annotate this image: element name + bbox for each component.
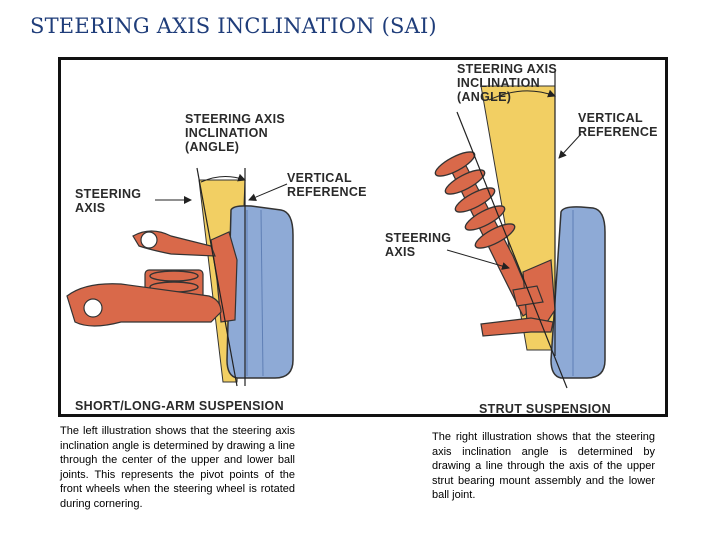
left-tire <box>226 205 294 379</box>
left-angle-arc <box>200 173 246 183</box>
right-diagram-caption: STRUT SUSPENSION <box>479 402 611 416</box>
left-description: The left illustration shows that the ste… <box>60 425 295 510</box>
right-axis-leader <box>446 249 510 270</box>
left-upper-pivot <box>140 231 158 249</box>
left-lower-arm <box>66 283 222 327</box>
right-steering-axis-line <box>456 111 568 389</box>
left-diagram-caption: SHORT/LONG-ARM SUSPENSION <box>75 399 284 413</box>
right-tie-rod <box>512 285 544 307</box>
right-sai-angle-label: STEERING AXIS INCLINATION (ANGLE) <box>457 62 557 104</box>
page-title: STEERING AXIS INCLINATION (SAI) <box>30 14 437 38</box>
left-vertical-reference-label: VERTICAL REFERENCE <box>287 171 367 199</box>
right-coil-spring <box>434 151 516 249</box>
diagram-frame: STEERING AXIS INCLINATION (ANGLE) VERTIC… <box>58 57 668 417</box>
right-vertical-reference-label: VERTICAL REFERENCE <box>578 111 658 139</box>
left-tire-groove <box>260 209 264 377</box>
right-tire <box>550 206 606 379</box>
left-suspension-drawing <box>66 167 294 387</box>
left-steering-axis-line <box>196 167 238 387</box>
right-angle-arc <box>488 89 556 101</box>
sai-illustration <box>66 72 606 389</box>
left-lower-pivot <box>83 298 103 318</box>
right-description: The right illustration shows that the st… <box>432 431 655 502</box>
left-sai-angle-label: STEERING AXIS INCLINATION (ANGLE) <box>185 112 285 154</box>
right-vertical-leader <box>558 133 582 159</box>
left-steering-axis-label: STEERING AXIS <box>75 187 142 215</box>
right-lower-arm <box>480 317 554 337</box>
right-suspension-drawing <box>434 72 606 389</box>
right-steering-axis-label: STEERING AXIS <box>385 231 452 259</box>
left-vertical-leader <box>248 183 288 201</box>
